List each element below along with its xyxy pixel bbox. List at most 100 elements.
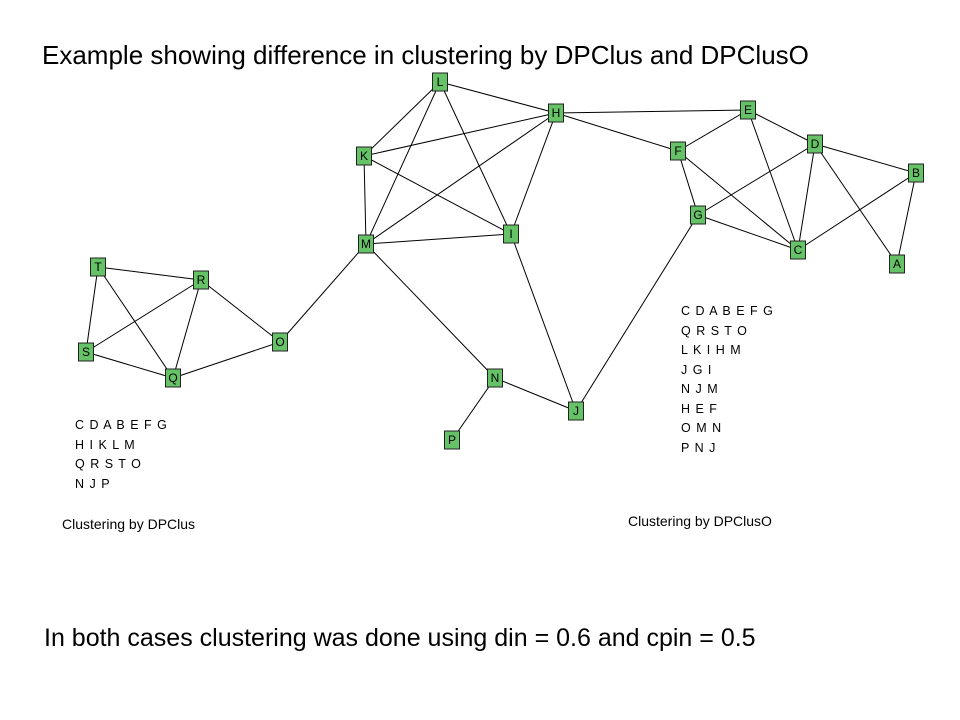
edge-L-K: [363, 81, 441, 157]
node-G: G: [690, 205, 706, 225]
dpcluso-cluster-7: O M N: [681, 421, 723, 435]
node-box-Q: [165, 368, 181, 388]
node-box-A: [889, 254, 905, 274]
node-label-G: G: [693, 208, 702, 222]
edge-N-J: [494, 377, 577, 412]
node-E: E: [740, 100, 756, 120]
edge-H-I: [510, 112, 557, 235]
edge-S-R: [85, 279, 202, 353]
edge-B-C: [797, 172, 917, 251]
edge-G-D: [697, 143, 816, 216]
dpcluso-cluster-list: C D A B E F G Q R S T O L K I H M J G I …: [681, 302, 774, 458]
node-C: C: [790, 240, 806, 260]
edge-S-Q: [85, 351, 174, 379]
dpclus-cluster-2: H I K L M: [75, 437, 136, 452]
node-label-J: J: [573, 404, 579, 418]
node-label-F: F: [674, 144, 681, 158]
dpclus-cluster-3: Q R S T O: [75, 457, 142, 471]
node-B: B: [908, 163, 924, 183]
node-box-O: [272, 332, 288, 352]
node-F: F: [670, 141, 686, 161]
node-label-K: K: [360, 149, 368, 163]
node-label-M: M: [361, 237, 371, 251]
dpclus-cluster-list: C D A B E F G H I K L M Q R S T O N J P: [75, 416, 168, 494]
node-box-S: [78, 342, 94, 362]
edge-F-E: [677, 109, 749, 152]
page-title: Example showing difference in clustering…: [42, 40, 809, 70]
node-M: M: [358, 234, 374, 254]
node-label-P: P: [448, 433, 456, 447]
node-label-T: T: [94, 260, 102, 274]
edge-G-C: [697, 214, 799, 251]
edge-H-E: [555, 109, 749, 114]
edge-B-A: [896, 172, 917, 265]
node-A: A: [889, 254, 905, 274]
dpcluso-cluster-6: H E F: [681, 401, 718, 416]
node-label-D: D: [811, 137, 820, 151]
node-box-N: [487, 368, 503, 388]
node-label-H: H: [552, 106, 561, 120]
node-label-O: O: [275, 335, 284, 349]
node-box-G: [690, 205, 706, 225]
edge-E-C: [747, 109, 799, 251]
dpcluso-caption: Clustering by DPClusO: [628, 513, 772, 529]
node-box-K: [356, 146, 372, 166]
node-box-T: [90, 257, 106, 277]
dpcluso-cluster-5: N J M: [681, 382, 719, 396]
node-label-A: A: [893, 257, 901, 271]
dpcluso-cluster-8: P N J: [681, 440, 717, 455]
dpcluso-cluster-4: J G I: [681, 362, 713, 377]
edge-L-I: [439, 81, 512, 235]
edge-E-D: [747, 109, 816, 145]
edge-D-A: [814, 143, 898, 265]
dpclus-cluster-1: C D A B E F G: [75, 418, 168, 432]
edge-R-Q: [172, 279, 202, 379]
node-label-E: E: [744, 103, 752, 117]
edge-M-I: [365, 233, 512, 245]
edge-K-M: [363, 155, 367, 245]
dpclus-caption: Clustering by DPClus: [62, 516, 196, 532]
node-box-M: [358, 234, 374, 254]
edge-K-I: [363, 155, 512, 235]
node-box-I: [503, 224, 519, 244]
edge-N-P: [451, 377, 496, 441]
node-box-E: [740, 100, 756, 120]
edge-M-N: [365, 243, 496, 379]
edge-I-J: [510, 233, 577, 412]
edge-Q-O: [172, 341, 281, 379]
edge-T-Q: [97, 266, 174, 379]
dpcluso-cluster-1: C D A B E F G: [681, 304, 774, 318]
node-T: T: [90, 257, 106, 277]
dpcluso-cluster-2: Q R S T O: [681, 323, 748, 338]
node-box-F: [670, 141, 686, 161]
node-box-L: [432, 72, 448, 92]
edge-F-C: [677, 150, 799, 251]
node-label-N: N: [491, 371, 500, 385]
edge-H-F: [555, 112, 679, 152]
edge-H-K: [363, 112, 557, 157]
node-H: H: [548, 103, 564, 123]
dpcluso-cluster-3: L K I H M: [681, 343, 742, 357]
node-R: R: [193, 270, 209, 290]
edge-T-S: [85, 266, 99, 353]
node-box-J: [568, 401, 584, 421]
node-box-B: [908, 163, 924, 183]
edge-F-G: [677, 150, 699, 216]
node-D: D: [807, 134, 823, 154]
node-label-C: C: [794, 243, 803, 257]
edge-T-R: [97, 266, 202, 281]
edge-D-C: [797, 143, 816, 251]
edge-L-M: [365, 81, 441, 245]
edge-M-O: [279, 243, 367, 343]
edge-H-M: [365, 112, 557, 245]
node-K: K: [356, 146, 372, 166]
edge-J-G: [575, 214, 699, 412]
node-box-H: [548, 103, 564, 123]
node-box-R: [193, 270, 209, 290]
node-L: L: [432, 72, 448, 92]
node-label-S: S: [82, 345, 90, 359]
node-label-I: I: [509, 227, 512, 241]
node-P: P: [444, 430, 460, 450]
node-O: O: [272, 332, 288, 352]
